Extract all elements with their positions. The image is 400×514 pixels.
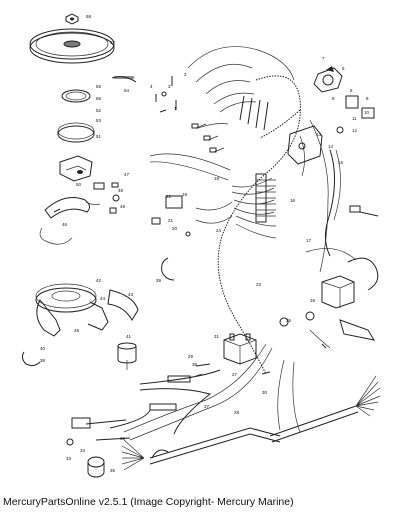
callout: 55 bbox=[96, 84, 102, 89]
callout: 38 bbox=[40, 358, 46, 363]
callout: 9 bbox=[332, 96, 335, 101]
wiring-diagram: 58 57 54 55 56 52 53 51 50 47 48 49 46 4… bbox=[21, 13, 381, 478]
callout: 46 bbox=[62, 222, 68, 227]
switch-box bbox=[223, 333, 257, 365]
connector-fan bbox=[121, 439, 169, 471]
callout: 35 bbox=[110, 468, 116, 473]
shield-plate bbox=[107, 289, 139, 321]
spark-plug-leads bbox=[191, 95, 269, 153]
callout: 29 bbox=[188, 354, 194, 359]
bottom-harness bbox=[149, 375, 381, 465]
ignition-switch bbox=[313, 66, 343, 93]
callout: 32 bbox=[120, 436, 126, 441]
starter-ring bbox=[61, 89, 91, 103]
callout: 53 bbox=[96, 118, 102, 123]
callout: 13 bbox=[316, 132, 322, 137]
callout: 1 bbox=[174, 106, 177, 111]
image-caption: MercuryPartsOnline v2.5.1 (Image Copyrig… bbox=[3, 496, 294, 508]
small-parts-right bbox=[336, 95, 379, 217]
callout: 37 bbox=[204, 404, 210, 409]
callout: 24 bbox=[216, 228, 222, 233]
callout: 33 bbox=[66, 456, 72, 461]
callout: 30 bbox=[262, 390, 268, 395]
wire-tie bbox=[111, 76, 137, 83]
callout: 57 bbox=[110, 40, 116, 45]
mounting-plate bbox=[287, 125, 323, 165]
callout: 25 bbox=[286, 318, 292, 323]
callout: 6 bbox=[350, 88, 353, 93]
callout: 14 bbox=[328, 144, 334, 149]
bottom-left-parts bbox=[66, 417, 131, 478]
callout-labels: 58 57 54 55 56 52 53 51 50 47 48 49 46 4… bbox=[40, 14, 370, 473]
callout: 27 bbox=[232, 372, 238, 377]
callout: 43 bbox=[128, 292, 134, 297]
callout: 41 bbox=[126, 334, 132, 339]
callout: 54 bbox=[124, 88, 130, 93]
callout: 21 bbox=[168, 218, 174, 223]
callout: 31 bbox=[214, 334, 220, 339]
callout: 8 bbox=[366, 96, 369, 101]
solenoid bbox=[305, 257, 379, 321]
callout: 40 bbox=[40, 346, 46, 351]
harness-branch bbox=[259, 109, 301, 139]
callout: 2 bbox=[184, 72, 187, 77]
callout: 56 bbox=[96, 96, 102, 101]
callout: 34 bbox=[80, 448, 86, 453]
callout: 39 bbox=[156, 278, 162, 283]
callout: 12 bbox=[352, 128, 358, 133]
small-fasteners-left bbox=[53, 182, 120, 214]
callout: 17 bbox=[306, 238, 312, 243]
capacitor bbox=[117, 342, 137, 370]
callout: 10 bbox=[364, 110, 370, 115]
flywheel-nut bbox=[65, 13, 79, 25]
callout: 4 bbox=[150, 84, 153, 89]
right-bracket bbox=[339, 319, 376, 341]
right-lead bbox=[324, 149, 341, 257]
callout: 50 bbox=[76, 182, 82, 187]
flywheel bbox=[29, 28, 115, 64]
callout: 18 bbox=[214, 176, 220, 181]
callout: 58 bbox=[86, 14, 92, 19]
callout: 49 bbox=[120, 204, 126, 209]
main-harness-loom bbox=[217, 75, 301, 375]
callout: 15 bbox=[338, 160, 344, 165]
callout: 5 bbox=[342, 66, 345, 71]
callout: 22 bbox=[166, 194, 172, 199]
bracket bbox=[59, 155, 93, 182]
fasteners-center bbox=[151, 76, 327, 375]
callout: 7 bbox=[322, 56, 325, 61]
callout: 28 bbox=[234, 410, 240, 415]
callout: 11 bbox=[352, 116, 357, 121]
callout: 3 bbox=[168, 84, 171, 89]
callout: 20 bbox=[172, 226, 178, 231]
callout: 52 bbox=[96, 108, 102, 113]
retaining-clip bbox=[21, 257, 175, 367]
callout: 26 bbox=[310, 298, 316, 303]
trigger-coil bbox=[39, 197, 101, 245]
callout: 45 bbox=[74, 328, 80, 333]
stator-ring bbox=[57, 122, 95, 143]
callout: 16 bbox=[290, 198, 296, 203]
callout: 44 bbox=[100, 296, 106, 301]
stator bbox=[35, 283, 109, 337]
callout: 19 bbox=[182, 192, 188, 197]
callout: 47 bbox=[124, 172, 130, 177]
callout: 36 bbox=[192, 362, 198, 367]
harness-leads bbox=[123, 46, 357, 441]
callout: 48 bbox=[118, 188, 124, 193]
terminal-block bbox=[255, 173, 276, 223]
callout: 51 bbox=[96, 134, 102, 139]
callout: 42 bbox=[96, 278, 102, 283]
battery-cables bbox=[109, 369, 221, 435]
callout: 23 bbox=[256, 282, 262, 287]
